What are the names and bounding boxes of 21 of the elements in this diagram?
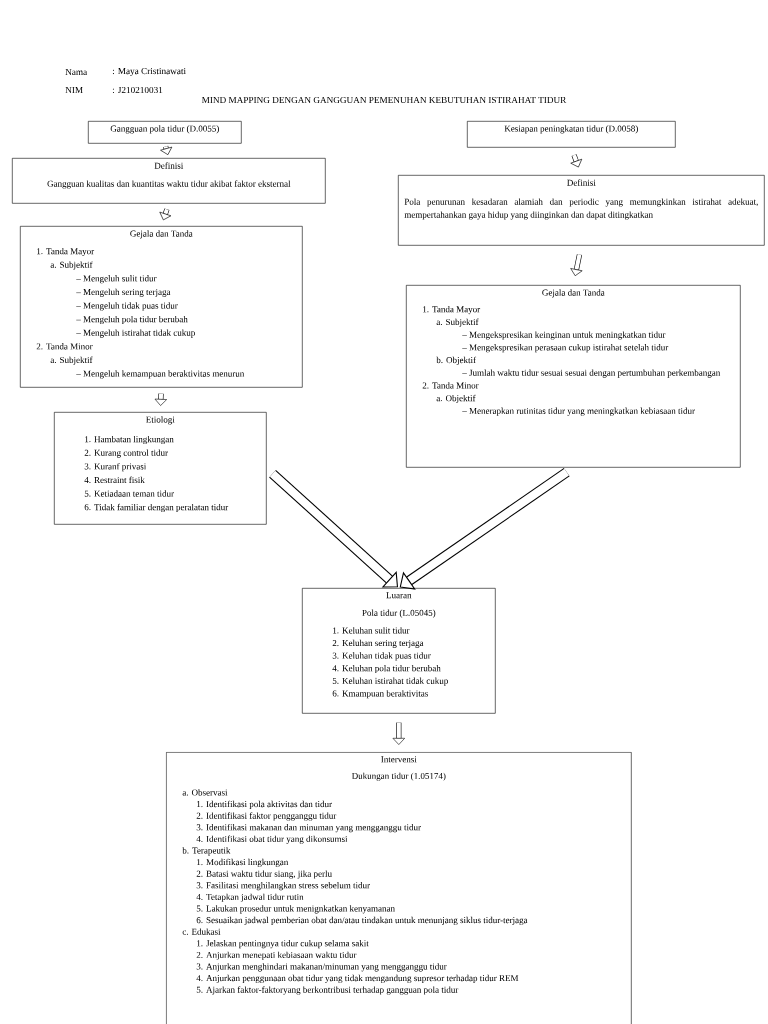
hollow-arrow [570, 154, 583, 168]
signs-box: Gejala dan Tanda 1. Tanda Mayor a. Subjektif – Mengekspresikan keinginan untuk meningkatkan tidur – Mengekspresikan perasaan cukup istirahat setelah tidur b. Objektif – Jumlah waktu tidur sesuai sesuai dengan pertumbuhan perkembangan 2. Tanda Minor a. Objektif – Menerapkan rutinitas tidur yang meningkatkan kebiasaan tidur [406, 285, 741, 468]
heading-box: Kesiapan peningkatan tidur (D.0058) [467, 121, 676, 148]
field-label: NIM [65, 87, 83, 93]
hollow-arrow [570, 253, 583, 277]
intervention-box: Intervensi Dukungan tidur (1.05174) a. Observasi 1. Identifikasi pola aktivitas dan tidur 2. Identifikasi faktor pengganggu tidur 3. Identifikasi makanan dan minuman yang mengganggu tidur 4. Identifikasi obat tidur yang dikonsumsi b. Terapeutik 1. Modifikasi lingkungan 2. Batasi waktu tidur siang, jika perlu 3. Fasilitasi menghilangkan stress sebelum tidur 4. Tetapkan jadwal tidur rutin 5. Lakukan prosedur untuk menignkatkan kenyamanan 6. Sesuaikan jadwal pemberian obat dan/atau tindakan untuk menunjang siklus tidur-terjaga c. Edukasi 1. Jelaskan pentingnya tidur cukup selama sakit 2. Anjurkan menepati kebiasaan waktu tidur 3. Anjurkan menghindari makanan/minuman yang mengganggu tidur 4. Anjurkan penggunaan obat tidur yang tidak mengandung supresor terhadap tidur REM 5. Ajarkan faktor-faktoryang berkontribusi terhadap gangguan pola tidur [166, 752, 632, 1024]
etiology-box: Etiologi 1. Hambatan lingkungan 2. Kurang control tidur 3. Kuranf privasi 4. Restraint fisik 5. Ketiadaan teman tidur 6. Tidak familiar dengan peralatan tidur [54, 412, 267, 525]
field-value: : Maya Cristinawati [112, 67, 186, 77]
hollow-arrow [399, 467, 570, 590]
definition-box: Definisi Pola penurunan kesadaran alamiah dan periodic yang memungkinkan istirahat adekuat, mempertahankan gaya hidup yang diinginkan dan dapat ditingkatkan [398, 175, 765, 246]
hollow-arrow [392, 722, 405, 745]
definition-box: Definisi Gangguan kualitas dan kuantitas waktu tidur akibat faktor eksternal [12, 158, 326, 204]
outcome-box: Luaran Pola tidur (L.05045) 1. Keluhan sulit tidur 2. Keluhan sering terjaga 3. Keluhan tidak puas tidur 4. Keluhan pola tidur berubah 5. Keluhan istirahat tidak cukup 6. Kmampuan beraktivitas [302, 588, 496, 714]
signs-box: Gejala dan Tanda 1. Tanda Mayor a. Subjektif – Mengeluh sulit tidur – Mengeluh sering terjaga – Mengeluh tidak puas tidur – Mengeluh pola tidur berubah – Mengeluh istirahat tidak cukup 2. Tanda Minor a. Subjektif – Mengeluh kemampuan beraktivitas menurun [20, 226, 303, 388]
hollow-arrow [154, 393, 167, 406]
field-value: : J210210031 [112, 86, 163, 94]
field-label: Nama [65, 68, 88, 76]
hollow-arrow [159, 208, 172, 221]
hollow-arrow [160, 145, 173, 155]
title: MIND MAPPING DENGAN GANGGUAN PEMENUHAN KEBUTUHAN ISTIRAHAT TIDUR [201, 96, 567, 104]
heading-box: Gangguan pola tidur (D.0055) [88, 121, 242, 144]
